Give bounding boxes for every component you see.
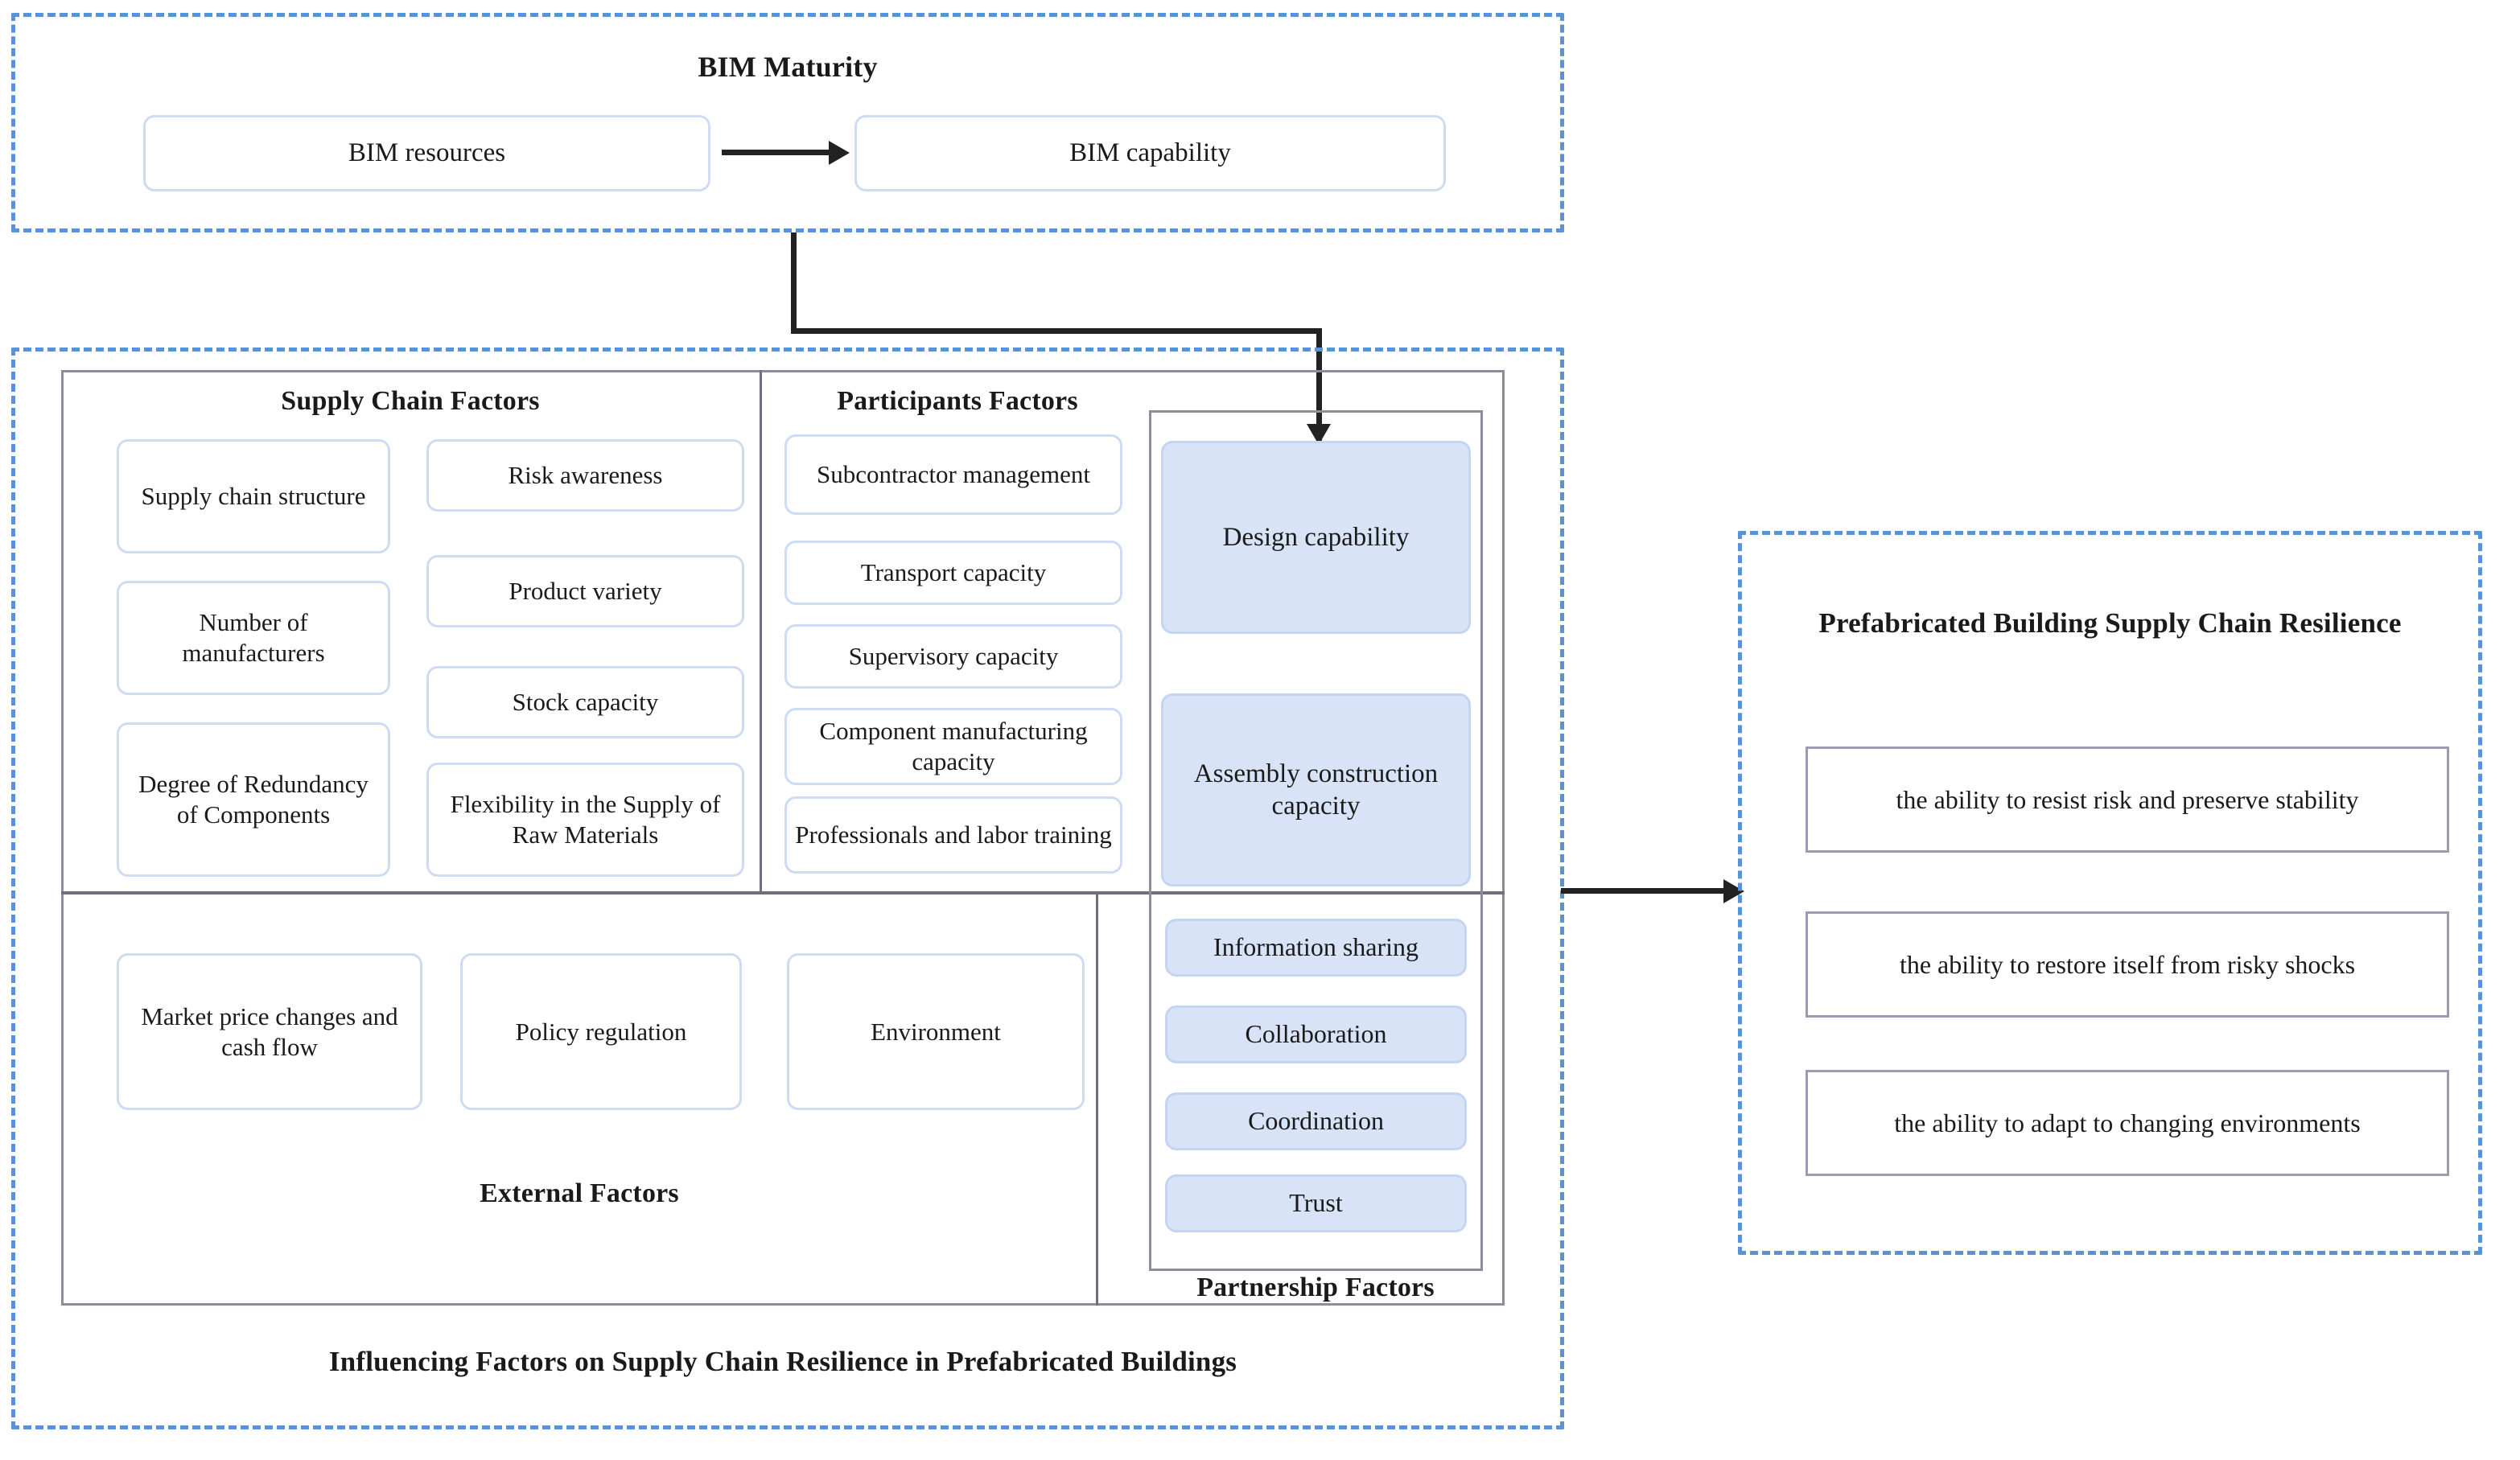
external-factors-title: External Factors — [480, 1178, 679, 1208]
connector-vertical-lower — [1316, 328, 1322, 441]
influencing-factors-caption: Influencing Factors on Supply Chain Resi… — [328, 1346, 1237, 1377]
participants-node-professionals-labor-training[interactable]: Professionals and labor training — [784, 796, 1122, 874]
external-node-environment[interactable]: Environment — [787, 953, 1085, 1110]
partnership-node-information-sharing[interactable]: Information sharing — [1165, 919, 1467, 977]
supply-chain-node-structure[interactable]: Supply chain structure — [117, 439, 390, 553]
resilience-title: Prefabricated Building Supply Chain Resi… — [1818, 607, 2402, 639]
bim-maturity-panel — [11, 13, 1564, 232]
supply-chain-node-redundancy[interactable]: Degree of Redundancy of Components — [117, 722, 390, 877]
external-node-market-price-cash-flow[interactable]: Market price changes and cash flow — [117, 953, 422, 1110]
divider-supplychain-participants — [760, 370, 762, 893]
external-node-policy-regulation[interactable]: Policy regulation — [460, 953, 742, 1110]
resilience-panel — [1738, 531, 2482, 1255]
participants-node-supervisory-capacity[interactable]: Supervisory capacity — [784, 624, 1122, 689]
divider-horizontal-mid — [61, 891, 1505, 895]
resilience-item-adapt-to-change[interactable]: the ability to adapt to changing environ… — [1806, 1070, 2449, 1176]
supply-chain-node-stock-capacity[interactable]: Stock capacity — [426, 666, 744, 738]
bim-resources-node[interactable]: BIM resources — [143, 115, 710, 191]
bim-capability-node[interactable]: BIM capability — [854, 115, 1446, 191]
supply-chain-node-manufacturers[interactable]: Number of manufacturers — [117, 581, 390, 695]
connector-horizontal — [791, 328, 1322, 334]
bim-maturity-title: BIM Maturity — [698, 51, 878, 83]
participants-node-subcontractor-management[interactable]: Subcontractor management — [784, 434, 1122, 515]
capability-partnership-inner-frame — [1149, 410, 1483, 1271]
supply-chain-node-flexibility-raw-materials[interactable]: Flexibility in the Supply of Raw Materia… — [426, 763, 744, 877]
partnership-node-coordination[interactable]: Coordination — [1165, 1092, 1467, 1150]
participants-node-transport-capacity[interactable]: Transport capacity — [784, 541, 1122, 605]
arrow-resources-to-capability-head — [829, 141, 850, 165]
divider-external-partnership — [1096, 893, 1098, 1306]
supply-chain-node-product-variety[interactable]: Product variety — [426, 555, 744, 627]
partnership-node-trust[interactable]: Trust — [1165, 1174, 1467, 1232]
connector-vertical-upper — [791, 232, 797, 334]
factors-table-frame — [61, 370, 1505, 1306]
participants-node-component-manufacturing-capacity[interactable]: Component manufacturing capacity — [784, 708, 1122, 785]
capability-node-assembly-construction[interactable]: Assembly construction capacity — [1161, 693, 1471, 886]
arrow-factors-to-resilience-line — [1561, 888, 1734, 894]
capability-node-design[interactable]: Design capability — [1161, 441, 1471, 634]
supply-chain-node-risk-awareness[interactable]: Risk awareness — [426, 439, 744, 512]
arrow-resources-to-capability-line — [722, 150, 834, 155]
supply-chain-factors-title: Supply Chain Factors — [281, 386, 540, 416]
participants-factors-title: Participants Factors — [837, 386, 1078, 416]
partnership-node-collaboration[interactable]: Collaboration — [1165, 1006, 1467, 1063]
resilience-item-restore-from-shocks[interactable]: the ability to restore itself from risky… — [1806, 911, 2449, 1018]
resilience-item-resist-risk[interactable]: the ability to resist risk and preserve … — [1806, 746, 2449, 853]
partnership-factors-title: Partnership Factors — [1196, 1273, 1435, 1302]
